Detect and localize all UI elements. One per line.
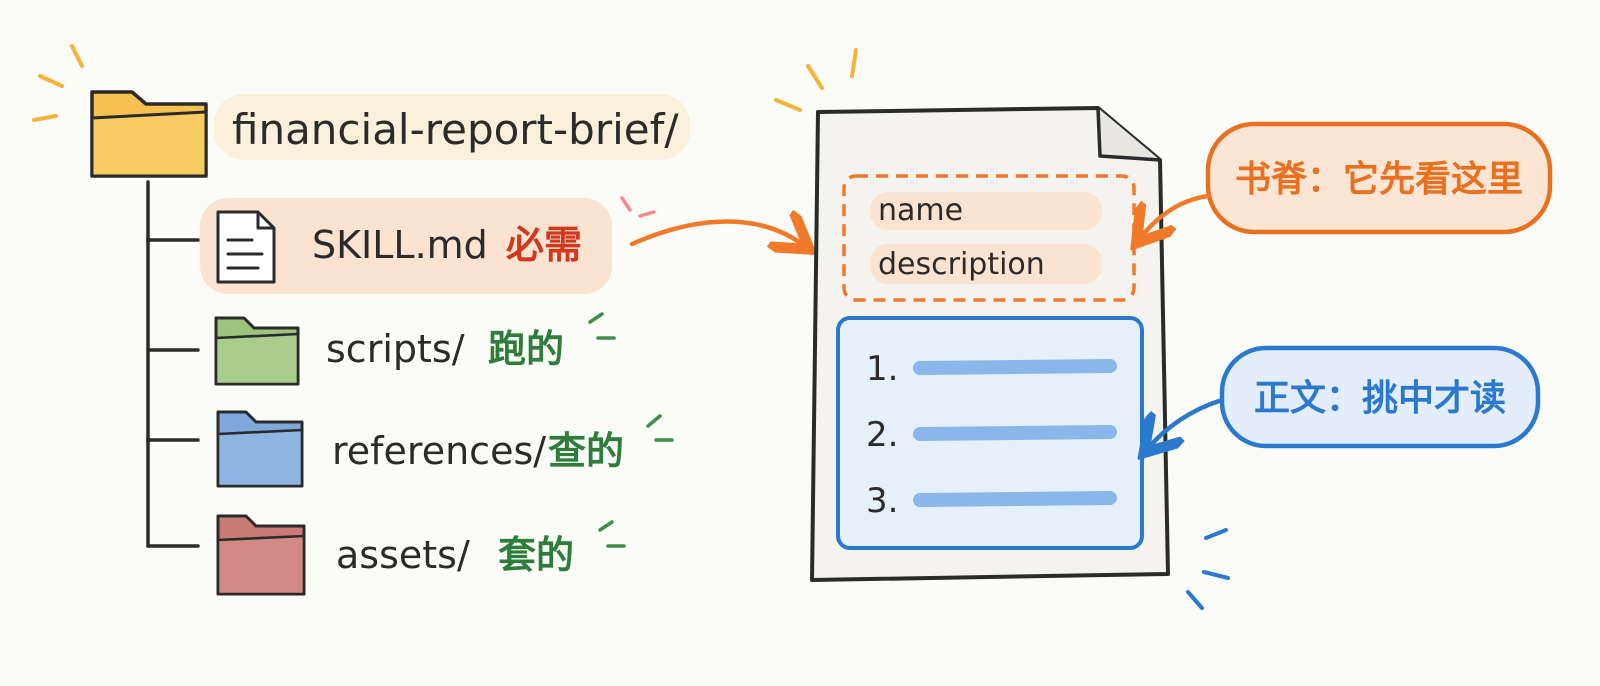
document-icon	[216, 210, 276, 284]
references-folder-tag: 查的	[548, 429, 624, 473]
root-folder-icon	[90, 90, 208, 178]
body-sparkle-icon	[1186, 528, 1230, 610]
skill-file-sparkle-icon	[620, 196, 656, 218]
frontmatter-name-highlight	[870, 192, 1102, 230]
root-folder-sparkle-icon	[32, 44, 84, 122]
body-line-number-3: 3.	[866, 481, 898, 521]
assets-folder-tag: 套的	[498, 533, 574, 577]
root-folder-label-highlight	[214, 94, 690, 160]
scripts-folder-icon	[214, 316, 300, 386]
skill-to-document-arrow	[629, 222, 802, 245]
body-line-number-2: 2.	[866, 415, 898, 455]
skill-file-tag: 必需	[506, 223, 582, 267]
frontmatter-name: name	[878, 193, 963, 228]
frontmatter-description-highlight	[870, 244, 1102, 284]
spine-callout-arrow	[1142, 193, 1211, 236]
assets-folder-label: assets/	[336, 533, 470, 577]
body-callout-text: 正文：挑中才读	[1254, 378, 1506, 419]
document-page-fold	[1096, 107, 1161, 162]
references-sparkle-icon	[646, 414, 674, 442]
references-folder-label: references/	[332, 429, 546, 473]
document-sparkle-icon	[774, 48, 858, 112]
assets-sparkle-icon	[598, 520, 626, 548]
body-text-lines	[913, 359, 1117, 507]
body-line-number-1: 1.	[866, 349, 898, 389]
spine-callout	[1205, 121, 1553, 235]
skill-file-highlight	[200, 198, 612, 294]
frontmatter-description: description	[878, 247, 1045, 282]
skill-file-label: SKILL.md	[312, 223, 488, 267]
references-folder-icon	[216, 410, 304, 488]
assets-folder-icon	[216, 514, 306, 596]
scripts-sparkle-icon	[588, 312, 616, 340]
tree-connector-lines	[146, 180, 200, 548]
scripts-folder-label: scripts/	[326, 327, 465, 371]
root-folder-label: financial-report-brief/	[232, 105, 679, 154]
spine-callout-text: 书脊：它先看这里	[1235, 159, 1523, 200]
body-callout-arrow	[1150, 397, 1225, 446]
body-callout	[1219, 345, 1541, 449]
scripts-folder-tag: 跑的	[488, 327, 564, 371]
